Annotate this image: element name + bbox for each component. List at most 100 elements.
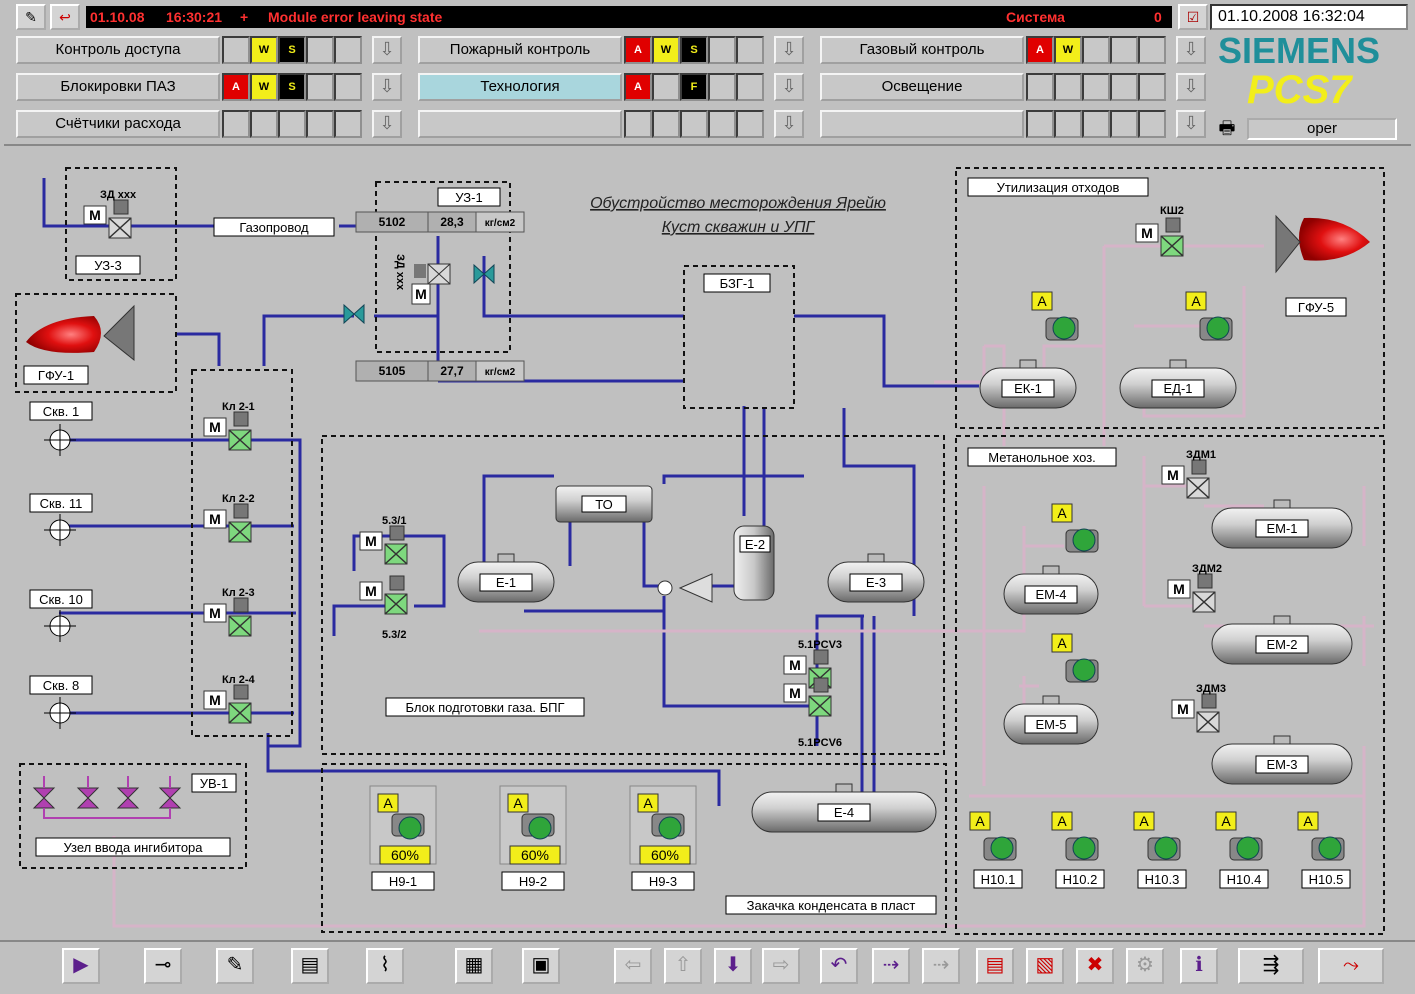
arrow-down-icon[interactable]: ⇩ bbox=[372, 73, 402, 101]
area-indicator[interactable] bbox=[736, 110, 764, 138]
forward-icon[interactable]: ⇢ bbox=[922, 948, 960, 984]
picture-tree-icon[interactable]: ⇶ bbox=[1238, 948, 1304, 984]
loop-display-icon[interactable]: ▣ bbox=[522, 948, 560, 984]
area-indicator[interactable] bbox=[1110, 110, 1138, 138]
area-indicator[interactable] bbox=[306, 110, 334, 138]
pump-n9-0[interactable]: A60%Н9-1 bbox=[369, 785, 437, 891]
key-icon[interactable]: ⊸ bbox=[144, 948, 182, 984]
area-indicator[interactable] bbox=[652, 110, 680, 138]
vessel-5[interactable]: ЕМ-1 bbox=[1211, 499, 1353, 549]
area-button-0[interactable]: Контроль доступа bbox=[16, 36, 220, 64]
valve-3[interactable]: MКл 2-2 bbox=[203, 493, 255, 543]
valve-6[interactable]: M5.3/1 bbox=[359, 515, 408, 565]
horn-icon[interactable]: ☑ bbox=[1178, 4, 1208, 30]
vessel-1[interactable]: Е-3 bbox=[827, 553, 925, 603]
area-indicator[interactable] bbox=[278, 110, 306, 138]
area-indicator[interactable] bbox=[250, 110, 278, 138]
area-indicator[interactable]: S bbox=[278, 36, 306, 64]
pump[interactable]: A bbox=[1185, 291, 1233, 341]
pump-n9-1[interactable]: A60%Н9-2 bbox=[499, 785, 567, 891]
arrow-down-icon[interactable]: ⇩ bbox=[372, 36, 402, 64]
area-indicator[interactable] bbox=[1026, 110, 1054, 138]
arrow-down-icon[interactable]: ⇩ bbox=[774, 36, 804, 64]
area-indicator[interactable] bbox=[1110, 36, 1138, 64]
arrow-right-icon[interactable]: ⇨ bbox=[762, 948, 800, 984]
area-button-4[interactable]: Технология bbox=[418, 73, 622, 101]
next-icon[interactable]: ⇢ bbox=[872, 948, 910, 984]
valve-9[interactable]: M5.1PCV6 bbox=[783, 677, 842, 749]
report-icon[interactable]: ▤ bbox=[291, 948, 329, 984]
alarm-lock-icon[interactable]: ✖ bbox=[1076, 948, 1114, 984]
arrow-down-icon[interactable]: ⇩ bbox=[1176, 36, 1206, 64]
area-indicator[interactable] bbox=[680, 110, 708, 138]
valve-7[interactable]: M5.3/2 bbox=[359, 575, 408, 641]
valve-2[interactable]: MКл 2-1 bbox=[203, 401, 255, 451]
area-indicator[interactable]: W bbox=[1054, 36, 1082, 64]
area-indicator[interactable] bbox=[334, 36, 362, 64]
area-indicator[interactable] bbox=[306, 73, 334, 101]
area-indicator[interactable] bbox=[652, 73, 680, 101]
area-indicator[interactable]: W bbox=[652, 36, 680, 64]
vessel-2[interactable]: Е-4 bbox=[751, 783, 937, 833]
arrow-down-icon[interactable]: ⇩ bbox=[1176, 73, 1206, 101]
area-indicator[interactable]: A bbox=[222, 73, 250, 101]
area-indicator[interactable]: F bbox=[680, 73, 708, 101]
area-indicator[interactable] bbox=[222, 36, 250, 64]
check-valve-1[interactable] bbox=[343, 303, 365, 325]
arrow-down-icon[interactable]: ⬇ bbox=[714, 948, 752, 984]
vessel-3[interactable]: ЕК-1 bbox=[979, 359, 1077, 409]
pump[interactable]: A bbox=[1031, 291, 1079, 341]
valve-0[interactable]: MЗД xxx bbox=[83, 189, 137, 239]
area-indicator[interactable] bbox=[1082, 36, 1110, 64]
arrow-left-icon[interactable]: ⇦ bbox=[614, 948, 652, 984]
area-button-2[interactable]: Газовый контроль bbox=[820, 36, 1024, 64]
area-button-7[interactable] bbox=[418, 110, 622, 138]
vessel-7[interactable]: ЕМ-3 bbox=[1211, 735, 1353, 785]
area-button-3[interactable]: Блокировки ПАЗ bbox=[16, 73, 220, 101]
pump-n9-2[interactable]: A60%Н9-3 bbox=[629, 785, 697, 891]
notepad-icon[interactable]: ✎ bbox=[216, 948, 254, 984]
area-indicator[interactable] bbox=[708, 110, 736, 138]
alarm-ack-icon[interactable]: ▧ bbox=[1026, 948, 1064, 984]
area-indicator[interactable] bbox=[222, 110, 250, 138]
printer-icon[interactable]: 🖶 bbox=[1218, 118, 1236, 138]
back-icon[interactable]: ↶ bbox=[820, 948, 858, 984]
arrow-up-icon[interactable]: ⇧ bbox=[664, 948, 702, 984]
vessel-9[interactable]: ЕМ-5 bbox=[1003, 695, 1099, 745]
arrow-down-icon[interactable]: ⇩ bbox=[774, 73, 804, 101]
area-indicator[interactable] bbox=[708, 36, 736, 64]
exit-icon[interactable]: ⤳ bbox=[1318, 948, 1384, 984]
play-icon[interactable]: ▶ bbox=[62, 948, 100, 984]
area-indicator[interactable] bbox=[1082, 73, 1110, 101]
acknowledge-icon[interactable]: ↩ bbox=[50, 4, 80, 30]
area-indicator[interactable] bbox=[1026, 73, 1054, 101]
alarm-list-icon[interactable]: ▤ bbox=[976, 948, 1014, 984]
area-indicator[interactable] bbox=[1138, 36, 1166, 64]
area-indicator[interactable] bbox=[1138, 73, 1166, 101]
area-indicator[interactable]: W bbox=[250, 36, 278, 64]
valve-8[interactable]: M5.1PCV3 bbox=[783, 639, 842, 689]
area-indicator[interactable]: W bbox=[250, 73, 278, 101]
arrow-down-icon[interactable]: ⇩ bbox=[372, 110, 402, 138]
area-indicator[interactable] bbox=[1082, 110, 1110, 138]
vessel-4[interactable]: ЕД-1 bbox=[1119, 359, 1237, 409]
alarm-line[interactable]: 01.10.08 16:30:21 + Module error leaving… bbox=[86, 6, 1172, 28]
area-indicator[interactable] bbox=[1054, 110, 1082, 138]
check-valve-0[interactable] bbox=[473, 263, 495, 285]
vessel-6[interactable]: ЕМ-2 bbox=[1211, 615, 1353, 665]
arrow-down-icon[interactable]: ⇩ bbox=[774, 110, 804, 138]
valve-uz1[interactable]: MЗД xxx bbox=[394, 254, 451, 305]
area-indicator[interactable] bbox=[1110, 73, 1138, 101]
group-display-icon[interactable]: ▦ bbox=[455, 948, 493, 984]
vessel-0[interactable]: Е-1 bbox=[457, 553, 555, 603]
area-button-5[interactable]: Освещение bbox=[820, 73, 1024, 101]
area-indicator[interactable]: S bbox=[278, 73, 306, 101]
valve-4[interactable]: MКл 2-3 bbox=[203, 587, 255, 637]
